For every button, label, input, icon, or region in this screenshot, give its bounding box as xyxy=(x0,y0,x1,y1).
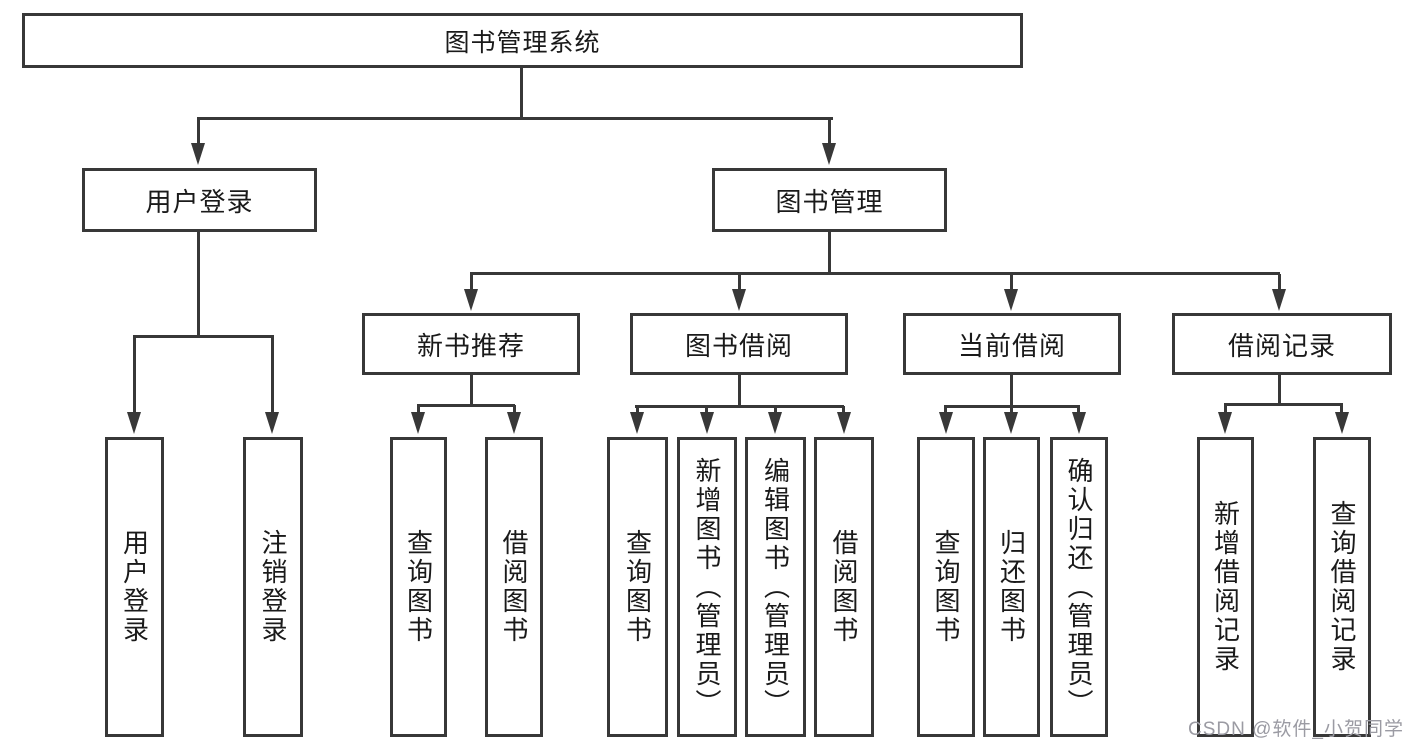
node-label: 新增借阅记录 xyxy=(1210,500,1241,674)
connector-line xyxy=(705,406,708,416)
leaf-query-book-current: 查询图书 xyxy=(917,437,975,737)
node-label: 归还图书 xyxy=(996,529,1027,645)
leaf-query-borrow-record: 查询借阅记录 xyxy=(1313,437,1371,737)
leaf-query-book-borrow: 查询图书 xyxy=(607,437,668,737)
arrowhead-icon xyxy=(1004,412,1018,434)
leaf-add-book-admin: 新增图书（管理员） xyxy=(677,437,737,737)
node-current-borrow: 当前借阅 xyxy=(903,313,1121,375)
csdn-watermark: CSDN @软件_小贺同学 xyxy=(1188,719,1404,740)
connector-line xyxy=(1010,375,1013,407)
node-label: 借阅记录 xyxy=(1227,330,1336,361)
connector-line xyxy=(133,335,136,415)
arrowhead-icon xyxy=(768,412,782,434)
arrowhead-icon xyxy=(1272,289,1286,311)
connector-line xyxy=(944,406,947,416)
node-label: 用户登录 xyxy=(145,186,254,217)
connector-line xyxy=(470,375,473,406)
arrowhead-icon xyxy=(411,412,425,434)
arrowhead-icon xyxy=(507,412,521,434)
arrowhead-icon xyxy=(1004,289,1018,311)
arrowhead-icon xyxy=(191,143,205,165)
connector-line xyxy=(470,274,473,292)
node-borrow-records: 借阅记录 xyxy=(1172,313,1392,375)
connector-line xyxy=(738,375,741,407)
leaf-edit-book-admin: 编辑图书（管理员） xyxy=(745,437,806,737)
node-label: 图书借阅 xyxy=(684,330,793,361)
arrowhead-icon xyxy=(265,412,279,434)
arrowhead-icon xyxy=(127,412,141,434)
connector-line xyxy=(133,335,274,338)
leaf-query-book-recommend: 查询图书 xyxy=(390,437,447,737)
node-book-borrow: 图书借阅 xyxy=(630,313,848,375)
connector-line xyxy=(1340,404,1343,415)
node-label: 当前借阅 xyxy=(957,330,1066,361)
connector-line xyxy=(1224,403,1343,406)
connector-line xyxy=(828,232,831,274)
leaf-add-borrow-record: 新增借阅记录 xyxy=(1197,437,1254,737)
node-user-login: 用户登录 xyxy=(82,168,317,232)
arrowhead-icon xyxy=(1335,412,1349,434)
arrowhead-icon xyxy=(700,412,714,434)
connector-line xyxy=(197,118,200,148)
connector-line xyxy=(197,232,200,337)
connector-line xyxy=(470,272,1280,275)
arrowhead-icon xyxy=(1218,412,1232,434)
arrowhead-icon xyxy=(1072,412,1086,434)
node-label: 注销登录 xyxy=(258,529,288,645)
arrowhead-icon xyxy=(837,412,851,434)
node-label: 查询图书 xyxy=(931,529,961,645)
connector-line xyxy=(1010,406,1013,416)
node-label: 新增图书（管理员） xyxy=(692,456,722,718)
node-label: 编辑图书（管理员） xyxy=(760,456,791,718)
node-label: 查询图书 xyxy=(403,529,434,645)
connector-line xyxy=(520,68,523,119)
arrowhead-icon xyxy=(822,143,836,165)
node-label: 查询借阅记录 xyxy=(1327,500,1357,674)
connector-line xyxy=(1224,404,1227,415)
leaf-borrow-book: 借阅图书 xyxy=(814,437,874,737)
connector-line xyxy=(271,335,274,415)
leaf-confirm-return-admin: 确认归还（管理员） xyxy=(1050,437,1108,737)
node-library-system: 图书管理系统 xyxy=(22,13,1023,68)
arrowhead-icon xyxy=(939,412,953,434)
node-label: 用户登录 xyxy=(119,529,150,645)
connector-line xyxy=(774,406,777,416)
connector-line xyxy=(635,405,844,408)
connector-line xyxy=(1278,274,1281,292)
node-label: 借阅图书 xyxy=(499,529,529,645)
node-label: 图书管理 xyxy=(775,186,884,217)
node-book-management: 图书管理 xyxy=(712,168,947,232)
node-label: 确认归还（管理员） xyxy=(1064,456,1094,718)
node-label: 借阅图书 xyxy=(829,529,859,645)
connector-line xyxy=(513,405,516,416)
leaf-logout: 注销登录 xyxy=(243,437,303,737)
connector-line xyxy=(738,274,741,292)
connector-line xyxy=(636,406,639,416)
leaf-borrow-book-recommend: 借阅图书 xyxy=(485,437,543,737)
connector-line xyxy=(1278,375,1281,405)
connector-line xyxy=(197,117,833,120)
node-label: 图书管理系统 xyxy=(444,28,601,57)
arrowhead-icon xyxy=(630,412,644,434)
connector-line xyxy=(828,118,831,148)
node-new-book-recommend: 新书推荐 xyxy=(362,313,580,375)
node-label: 查询图书 xyxy=(622,529,653,645)
leaf-user-login: 用户登录 xyxy=(105,437,164,737)
connector-line xyxy=(417,404,515,407)
connector-line xyxy=(1077,406,1080,416)
connector-line xyxy=(1010,274,1013,292)
node-label: 新书推荐 xyxy=(416,330,525,361)
connector-line xyxy=(417,405,420,416)
arrowhead-icon xyxy=(732,289,746,311)
leaf-return-book: 归还图书 xyxy=(983,437,1040,737)
arrowhead-icon xyxy=(464,289,478,311)
connector-line xyxy=(842,406,845,416)
